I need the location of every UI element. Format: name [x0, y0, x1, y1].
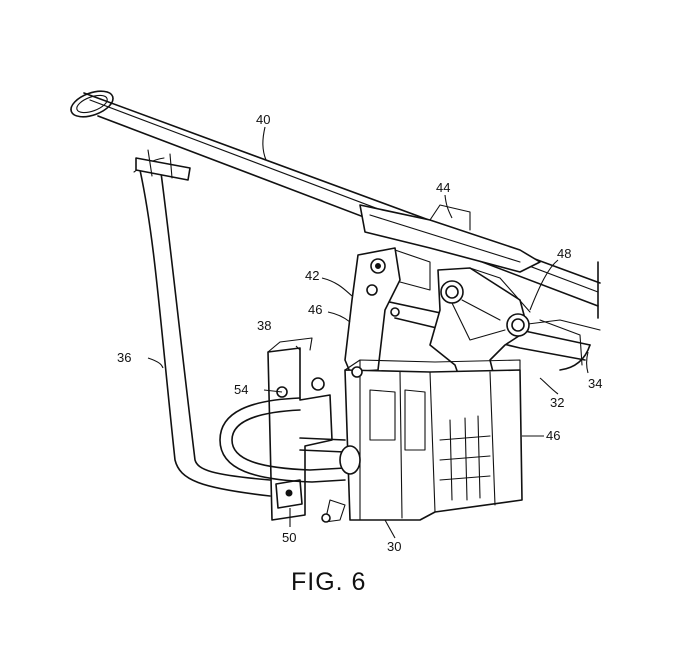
ref-50: 50: [282, 530, 296, 545]
leader-lines: [147, 126, 589, 539]
ref-42: 42: [305, 268, 319, 283]
hoses: [219, 397, 361, 523]
ref-36: 36: [117, 350, 131, 365]
ref-32: 32: [550, 395, 564, 410]
tube-clamp: [359, 204, 541, 273]
housing: [344, 359, 523, 521]
cross-tube: [70, 90, 601, 319]
ref-48: 48: [557, 246, 571, 261]
ref-46-lower: 46: [546, 428, 560, 443]
side-tube: [133, 149, 271, 497]
ref-38: 38: [257, 318, 271, 333]
ref-40: 40: [256, 112, 270, 127]
ref-34: 34: [588, 376, 602, 391]
ref-30: 30: [387, 539, 401, 554]
ref-44: 44: [436, 180, 450, 195]
left-bracket: [344, 247, 431, 373]
ref-54: 54: [234, 382, 248, 397]
ref-46-upper: 46: [308, 302, 322, 317]
figure-caption: FIG. 6: [291, 568, 366, 596]
left-plate: [267, 337, 333, 521]
